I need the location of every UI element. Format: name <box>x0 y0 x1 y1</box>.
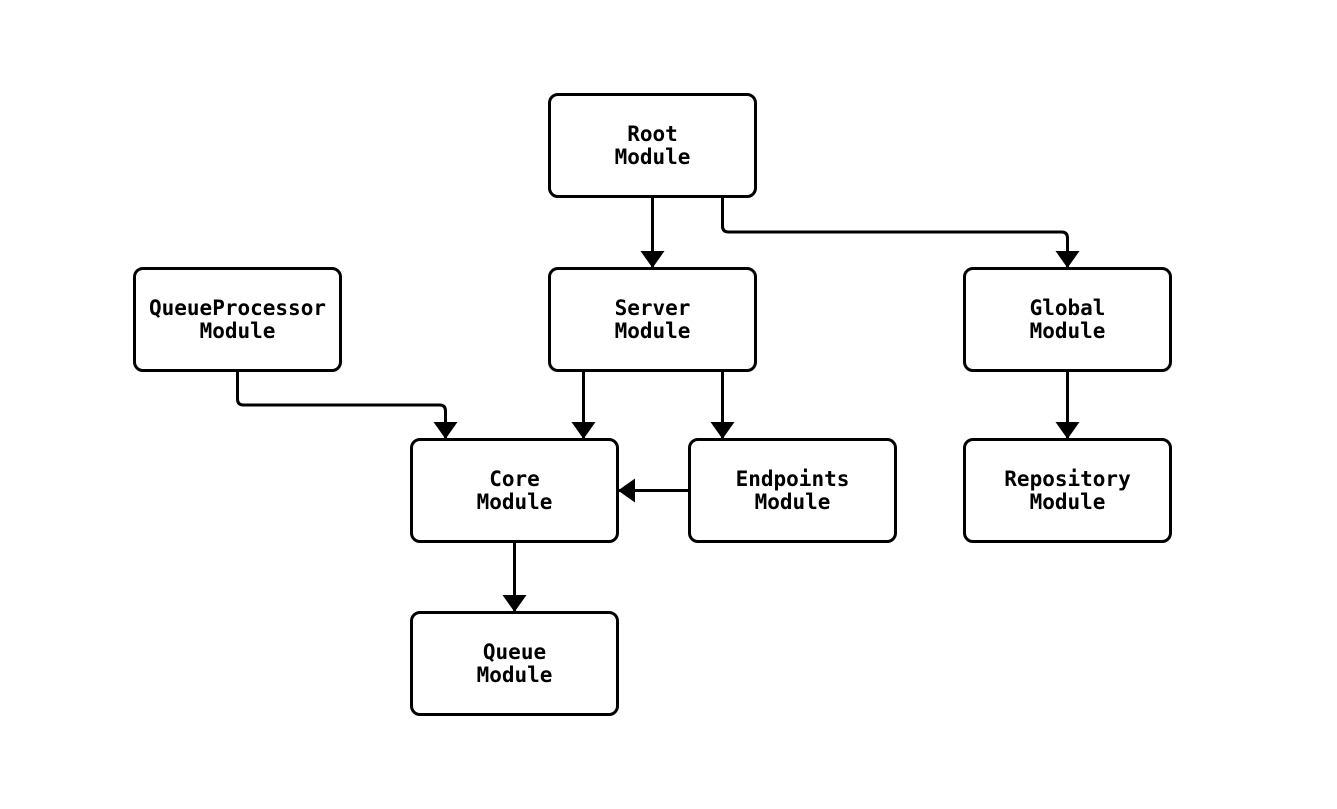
node-label-line1: Repository <box>1004 466 1131 491</box>
node-label-line2: Module <box>476 662 553 687</box>
node-queueprocessor-module: QueueProcessor Module <box>133 267 342 372</box>
edge-root-global <box>721 198 1080 268</box>
node-server-module: Server Module <box>548 267 757 372</box>
node-label-line1: Global <box>1029 295 1106 320</box>
node-label-line2: Module <box>614 318 691 343</box>
node-label-line1: Root <box>627 121 678 146</box>
node-label-line2: Module <box>199 318 276 343</box>
node-label-line1: Queue <box>482 639 547 664</box>
node-label-line2: Module <box>476 489 553 514</box>
node-label-line2: Module <box>614 144 691 169</box>
edge-queueprocessor-core <box>236 372 458 439</box>
node-endpoints-module: Endpoints Module <box>688 438 897 543</box>
node-label-line1: Server <box>614 295 691 320</box>
node-core-module: Core Module <box>410 438 619 543</box>
node-label-line2: Module <box>1029 318 1106 343</box>
node-label-line1: Endpoints <box>735 466 850 491</box>
node-root-module: Root Module <box>548 93 757 198</box>
node-repository-module: Repository Module <box>963 438 1172 543</box>
node-global-module: Global Module <box>963 267 1172 372</box>
node-label-line2: Module <box>1029 489 1106 514</box>
node-label-line1: Core <box>489 466 540 491</box>
node-queue-module: Queue Module <box>410 611 619 716</box>
node-label-line1: QueueProcessor <box>148 295 326 320</box>
node-label-line2: Module <box>754 489 831 514</box>
